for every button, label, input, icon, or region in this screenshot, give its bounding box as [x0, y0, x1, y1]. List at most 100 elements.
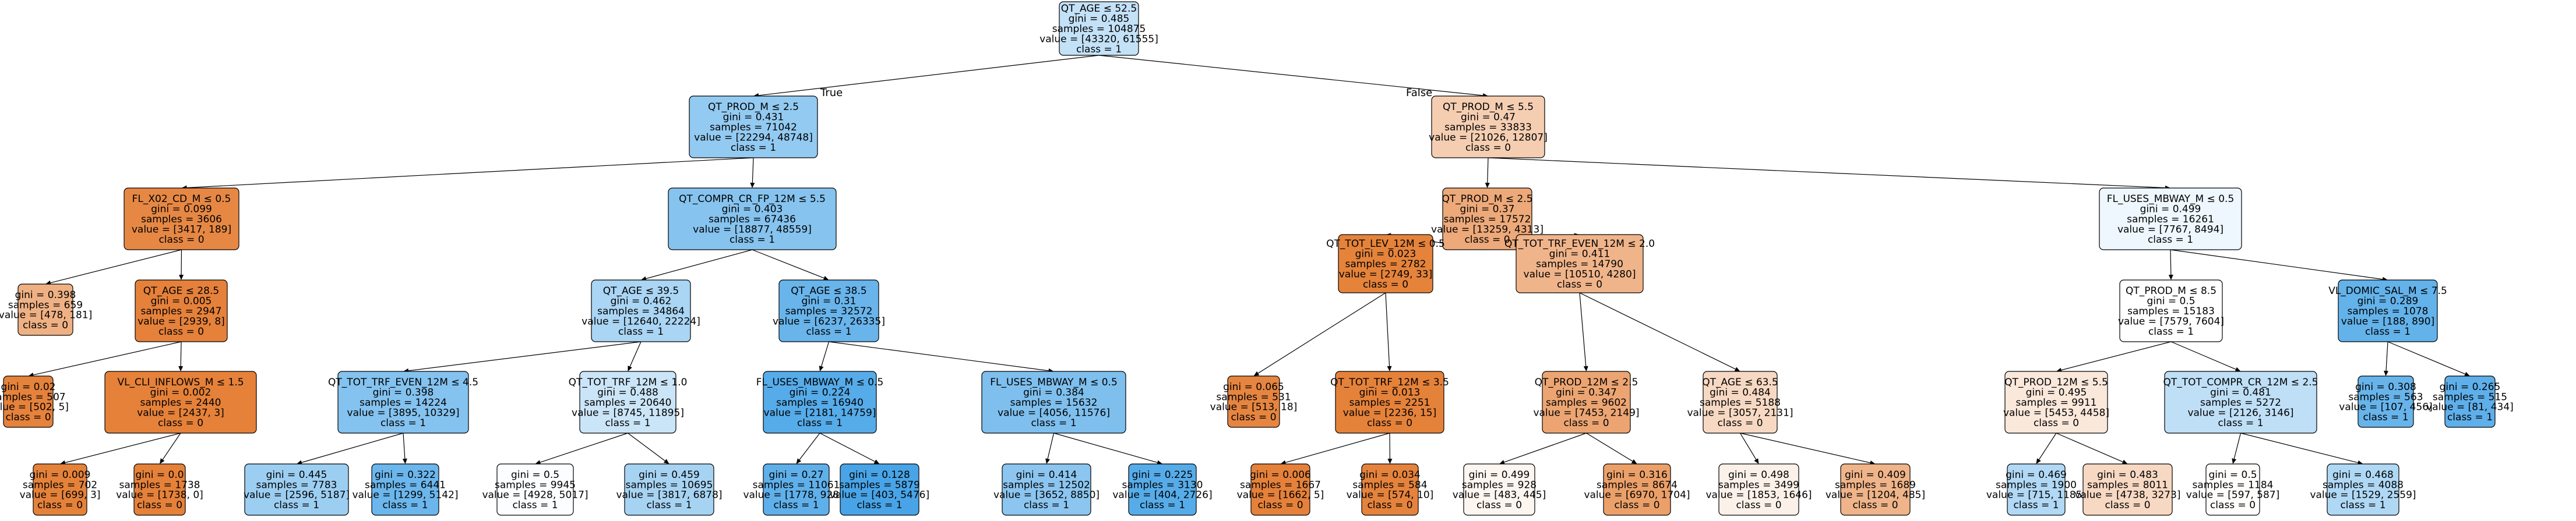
node-text-line: gini = 0.411 — [1549, 249, 1611, 260]
tree-edge — [1579, 292, 1587, 367]
tree-edge — [50, 249, 182, 283]
edge-arrowhead — [2036, 458, 2041, 464]
node-text-line: samples = 3499 — [1718, 479, 1799, 491]
node-box — [2338, 279, 2438, 342]
edge-arrowhead — [1583, 366, 1588, 371]
node-box — [104, 371, 257, 434]
node-box — [2082, 463, 2173, 516]
node-text-line: value = [21026, 12807] — [1429, 132, 1548, 143]
tree-edge — [1257, 292, 1386, 374]
tree-edge — [1488, 157, 2166, 189]
node-text-line: value = [1299, 5142] — [352, 490, 458, 501]
node-text-line: samples = 515 — [2433, 391, 2507, 403]
node-text-line: gini = 0.065 — [1223, 381, 1284, 393]
tree-edge — [752, 249, 824, 279]
edge-arrowhead — [1253, 371, 1260, 376]
node-box — [1516, 234, 1644, 293]
node-text-line: class = 1 — [618, 326, 664, 338]
node-text-line: gini = 0.37 — [1460, 204, 1515, 215]
node-box — [33, 463, 87, 516]
tree-edge — [162, 433, 181, 460]
tree-edge — [2385, 341, 2388, 371]
edge-arrowhead — [179, 274, 184, 280]
node-text-line: class = 1 — [1140, 499, 1185, 511]
node-box — [981, 371, 1126, 434]
node-box — [1361, 463, 1419, 516]
node-text-line: samples = 563 — [2348, 391, 2423, 403]
node-text-line: class = 0 — [1476, 499, 1522, 511]
node-text-line: gini = 0.469 — [2006, 469, 2067, 481]
node-text-line: QT_TOT_TRF_EVEN_12M ≤ 2.0 — [1504, 238, 1655, 250]
node-text-line: value = [574, 10] — [1347, 490, 1434, 501]
node-box — [3, 375, 54, 428]
tree-edge — [1586, 433, 1633, 462]
edge-arrowhead — [2168, 274, 2173, 280]
node-text-line: samples = 659 — [8, 299, 83, 311]
tree-edge — [2170, 249, 2172, 275]
tree-edge — [1504, 433, 1587, 463]
tree-edge — [752, 157, 754, 183]
node-box — [2205, 463, 2260, 516]
node-text-line: gini = 0.099 — [151, 204, 212, 215]
node-text-line: class = 0 — [1363, 279, 1408, 290]
node-box — [133, 463, 186, 516]
node-text-line: class = 0 — [137, 499, 182, 511]
edge-arrowhead — [750, 182, 755, 188]
node-box — [1059, 1, 1139, 56]
node-text-line: QT_PROD_M ≤ 2.5 — [708, 101, 799, 113]
node-text-line: value = [2939, 8] — [138, 316, 225, 327]
node-text-line: QT_AGE ≤ 63.5 — [1702, 377, 1778, 388]
node-text-line: class = 1 — [2013, 499, 2059, 511]
node-text-line: gini = 0.006 — [1250, 469, 1311, 481]
node-text-line: class = 1 — [1031, 417, 1076, 429]
node-text-line: QT_AGE ≤ 28.5 — [143, 285, 219, 297]
node-text-line: VL_CLI_INFLOWS_M ≤ 1.5 — [117, 377, 244, 388]
node-text-line: value = [1204, 485] — [1826, 490, 1925, 501]
node-text-line: QT_PROD_M ≤ 8.5 — [2126, 285, 2216, 297]
node-box — [763, 371, 877, 434]
node-text-line: samples = 2251 — [1349, 397, 1430, 409]
node-text-line: QT_TOT_LEV_12M ≤ 0.5 — [1326, 238, 1445, 250]
node-text-line: class = 0 — [158, 417, 203, 429]
node-text-line: gini = 0.485 — [1069, 13, 1130, 25]
node-text-line: samples = 2440 — [140, 397, 221, 409]
node-text-line: value = [502, 5] — [0, 402, 69, 413]
node-box — [2004, 371, 2108, 434]
edge-arrowhead — [1631, 459, 1637, 464]
node-text-line: samples = 9911 — [2016, 397, 2097, 409]
node-text-line: samples = 15632 — [1010, 397, 1098, 409]
node-text-line: gini = 0.398 — [15, 289, 76, 301]
edge-arrowhead — [2232, 458, 2237, 464]
tree-edge — [65, 433, 181, 463]
node-box — [1840, 463, 1911, 516]
node-box — [1463, 463, 1535, 516]
edge-label-false: False — [1406, 87, 1432, 99]
node-text-line: value = [7453, 2149] — [1533, 407, 1639, 419]
tree-edge — [1053, 433, 1158, 463]
node-box — [778, 279, 879, 342]
node-text-line: value = [22294, 48748] — [694, 132, 813, 143]
node-text-line: class = 1 — [2365, 326, 2411, 338]
edge-arrowhead — [796, 458, 802, 464]
node-text-line: gini = 0.316 — [1606, 469, 1668, 481]
node-text-line: value = [2596, 5187] — [244, 490, 350, 501]
node-text-line: gini = 0.023 — [1355, 249, 1416, 260]
tree-edge — [1739, 433, 1757, 460]
edge-arrowhead — [1485, 182, 1490, 188]
node-text-line: samples = 14790 — [1536, 258, 1623, 270]
node-text-line: QT_TOT_TRF_12M ≤ 1.0 — [569, 377, 688, 388]
node-text-line: samples = 14224 — [360, 397, 447, 409]
node-text-line: value = [4738, 3273] — [2074, 490, 2180, 501]
node-box — [1542, 371, 1631, 434]
tree-edge — [819, 433, 875, 462]
